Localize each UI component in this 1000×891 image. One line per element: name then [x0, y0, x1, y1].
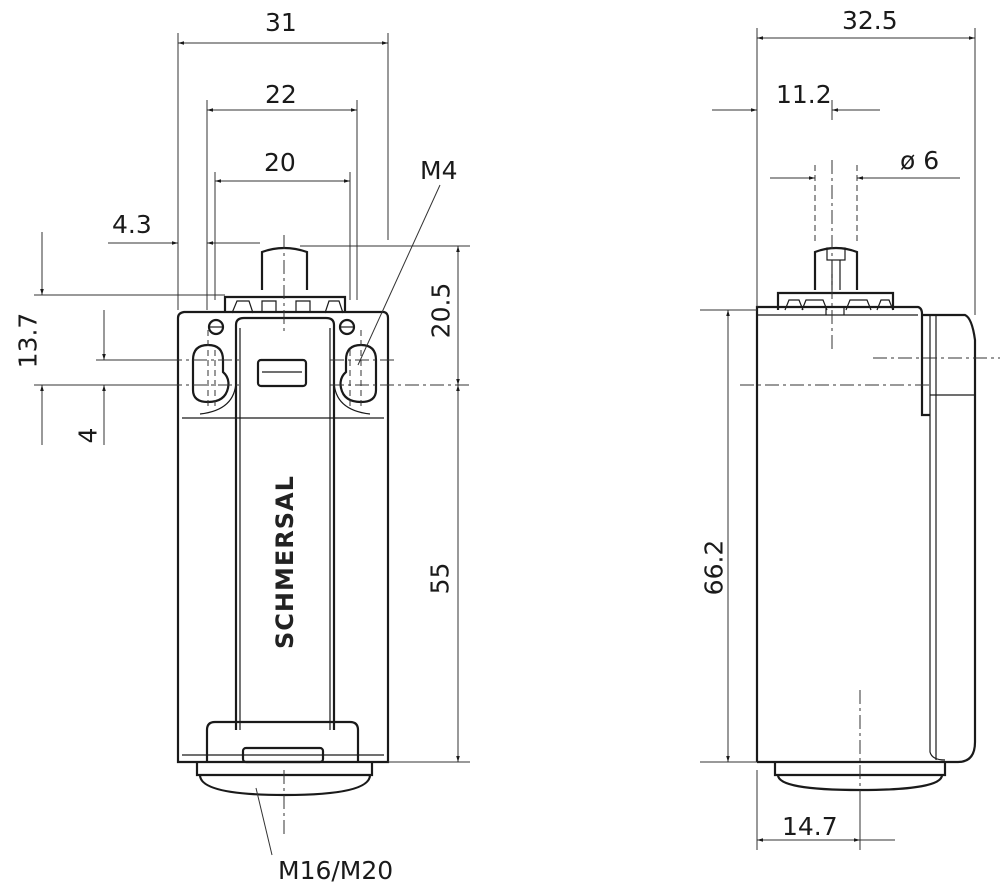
dim-20: 20 — [264, 148, 296, 177]
dim-20-5: 20.5 — [426, 282, 456, 339]
dim-66-2: 66.2 — [699, 539, 729, 596]
dim-4-3: 4.3 — [112, 210, 152, 239]
dim-4: 4 — [73, 427, 103, 444]
dim-m16-m20: M16/M20 — [278, 856, 394, 885]
dim-14-7: 14.7 — [782, 812, 838, 841]
dim-32-5: 32.5 — [842, 6, 898, 35]
front-view — [34, 33, 470, 856]
dim-22: 22 — [265, 80, 297, 109]
dim-55: 55 — [425, 562, 455, 595]
dim-diameter-6: ø 6 — [900, 146, 940, 175]
brand-logo: SCHMERSAL — [271, 475, 299, 649]
dim-11-2: 11.2 — [776, 80, 832, 109]
dim-13-7: 13.7 — [13, 312, 43, 369]
side-view — [700, 28, 1000, 850]
dim-m4: M4 — [420, 156, 458, 185]
dim-31: 31 — [265, 8, 297, 37]
